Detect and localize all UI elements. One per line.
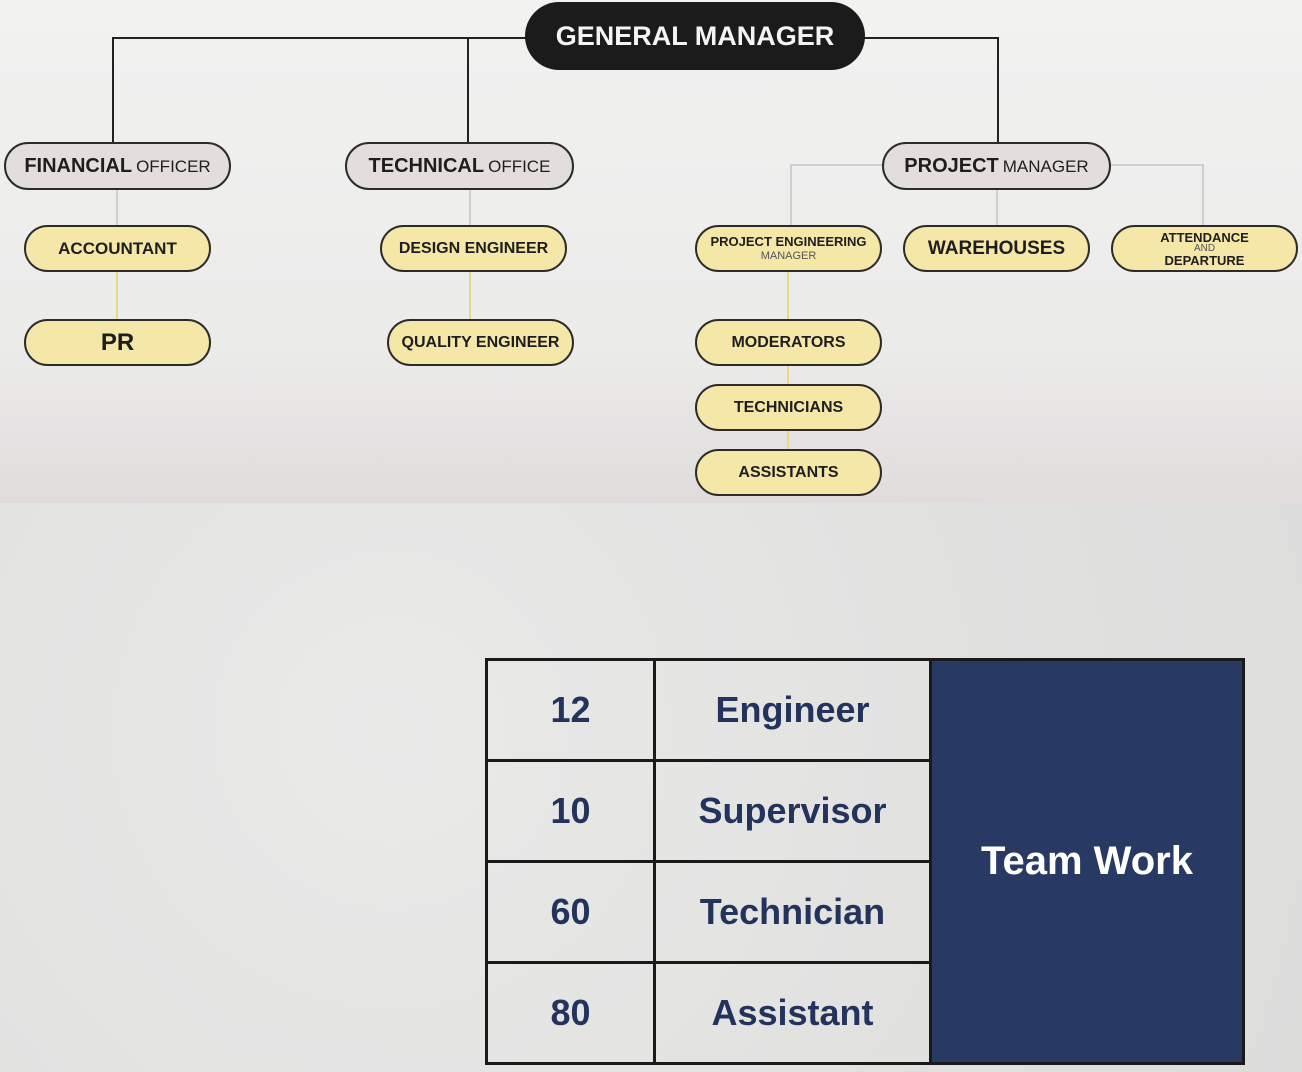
technicians-node: TECHNICIANS <box>695 384 882 431</box>
count-cell: 80 <box>485 961 656 1065</box>
label-thin: MANAGER <box>1002 156 1089 176</box>
label-bold: PROJECT <box>904 155 999 177</box>
label-bottom: DEPARTURE <box>1164 252 1245 268</box>
label-thin: OFFICE <box>488 156 551 176</box>
warehouses-node: WAREHOUSES <box>903 225 1090 272</box>
label-top: ATTENDANCE <box>1160 229 1249 245</box>
role-cell: Supervisor <box>653 759 932 863</box>
role-cell: Technician <box>653 860 932 964</box>
quality-engineer-node: QUALITY ENGINEER <box>387 319 574 366</box>
general-manager-node: GENERAL MANAGER <box>525 2 865 70</box>
connector <box>996 188 998 226</box>
design-engineer-node: DESIGN ENGINEER <box>380 225 567 272</box>
connector <box>467 37 469 144</box>
connector <box>997 37 999 144</box>
connector <box>116 188 118 226</box>
role-cell: Engineer <box>653 658 932 762</box>
count-cell: 10 <box>485 759 656 863</box>
assistants-node: ASSISTANTS <box>695 449 882 496</box>
connector <box>469 270 471 320</box>
moderators-node: MODERATORS <box>695 319 882 366</box>
connector <box>1202 164 1204 226</box>
count-cell: 60 <box>485 860 656 964</box>
label-mid: AND <box>1193 242 1216 254</box>
count-cell: 12 <box>485 658 656 762</box>
label-thin: OFFICER <box>136 156 211 176</box>
role-cell: Assistant <box>653 961 932 1065</box>
connector <box>469 188 471 226</box>
label-bold: TECHNICAL <box>368 155 485 177</box>
connector <box>790 164 792 226</box>
connector <box>116 270 118 320</box>
pr-node: PR <box>24 319 211 366</box>
accountant-node: ACCOUNTANT <box>24 225 211 272</box>
sublabel: MANAGER <box>760 250 817 262</box>
team-work-label: Team Work <box>929 658 1245 1065</box>
connector <box>112 37 114 144</box>
label: PROJECT ENGINEERING <box>710 234 867 249</box>
label-bold: FINANCIAL <box>24 155 133 177</box>
